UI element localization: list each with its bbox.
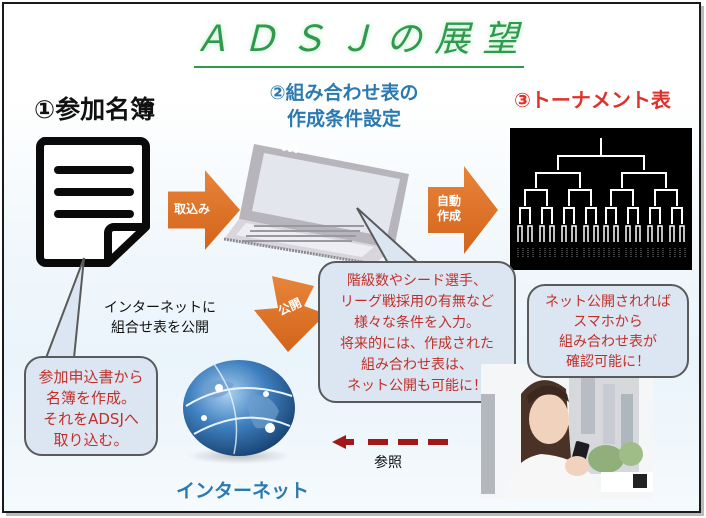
arrow-right-icon bbox=[168, 170, 240, 250]
slide-title: ＡＤＳＪの展望 bbox=[194, 16, 524, 68]
arrow-right-icon bbox=[428, 166, 498, 254]
auto-create-label: 自動 作成 bbox=[434, 194, 464, 224]
callout-line: リーグ戦採用の有無など bbox=[340, 294, 494, 310]
step1-heading: ①参加名簿 bbox=[34, 95, 156, 124]
callout-line: 参加申込書から bbox=[38, 368, 144, 386]
callout-line: 名簿を作成。 bbox=[45, 389, 136, 407]
auto-create-arrow: 自動 作成 bbox=[428, 166, 498, 254]
callout-smartphone: ネット公開されれば スマホから 組み合わせ表が 確認可能に！ bbox=[527, 284, 689, 378]
step2-line1: ②組み合わせ表の bbox=[269, 82, 419, 104]
callout-conditions: 階級数やシード選手、 リーグ戦採用の有無など 様々な条件を入力。 将来的には、作… bbox=[318, 261, 516, 403]
callout-line: 組み合わせ表は、 bbox=[361, 357, 473, 373]
tournament-bracket-image bbox=[510, 128, 692, 270]
callout-line: 組み合わせ表が bbox=[559, 334, 657, 350]
woman-with-smartphone-photo bbox=[481, 364, 653, 499]
auto-label-line2: 作成 bbox=[436, 209, 461, 223]
callout-line: 様々な条件を入力。 bbox=[354, 315, 480, 331]
publish-line1: インターネットに bbox=[104, 300, 216, 316]
arrow-down-left-icon bbox=[254, 276, 326, 352]
laptop-icon bbox=[224, 144, 409, 264]
callout-line: それをADSJへ bbox=[43, 410, 139, 428]
import-arrow: 取込み bbox=[168, 170, 242, 252]
import-label: 取込み bbox=[173, 202, 210, 216]
publish-description: インターネットに 組合せ表を公開 bbox=[104, 298, 216, 338]
callout-line: 取り込む。 bbox=[53, 431, 129, 449]
publish-arrow: 公開 bbox=[248, 274, 328, 354]
callout-line: スマホから bbox=[573, 314, 643, 330]
globe-icon bbox=[183, 360, 295, 464]
callout-line: ネット公開も可能に！ bbox=[347, 378, 487, 394]
step2-heading: ②組み合わせ表の 作成条件設定 bbox=[234, 80, 454, 132]
frame-shadow-bottom bbox=[6, 513, 704, 516]
slide-frame: ＡＤＳＪの展望 ①参加名簿 ②組み合わせ表の 作成条件設定 ③トーナメント表 取… bbox=[2, 2, 701, 513]
callout-line: 将来的には、作成された bbox=[340, 336, 494, 352]
auto-label-line1: 自動 bbox=[436, 194, 461, 208]
internet-label: インターネット bbox=[176, 480, 310, 502]
document-icon bbox=[36, 137, 150, 267]
step3-heading: ③トーナメント表 bbox=[514, 88, 671, 112]
step2-line2: 作成条件設定 bbox=[286, 108, 401, 130]
publish-line2: 組合せ表を公開 bbox=[111, 320, 209, 336]
frame-shadow-right bbox=[701, 6, 704, 515]
callout-line: 階級数やシード選手、 bbox=[347, 273, 487, 289]
reference-label: 参照 bbox=[374, 455, 402, 471]
reference-arrow-icon bbox=[332, 435, 448, 449]
callout-line: ネット公開されれば bbox=[545, 294, 671, 310]
callout-line: 確認可能に！ bbox=[566, 354, 650, 370]
callout-roster-import: 参加申込書から 名簿を作成。 それをADSJへ 取り込む。 bbox=[24, 356, 158, 456]
